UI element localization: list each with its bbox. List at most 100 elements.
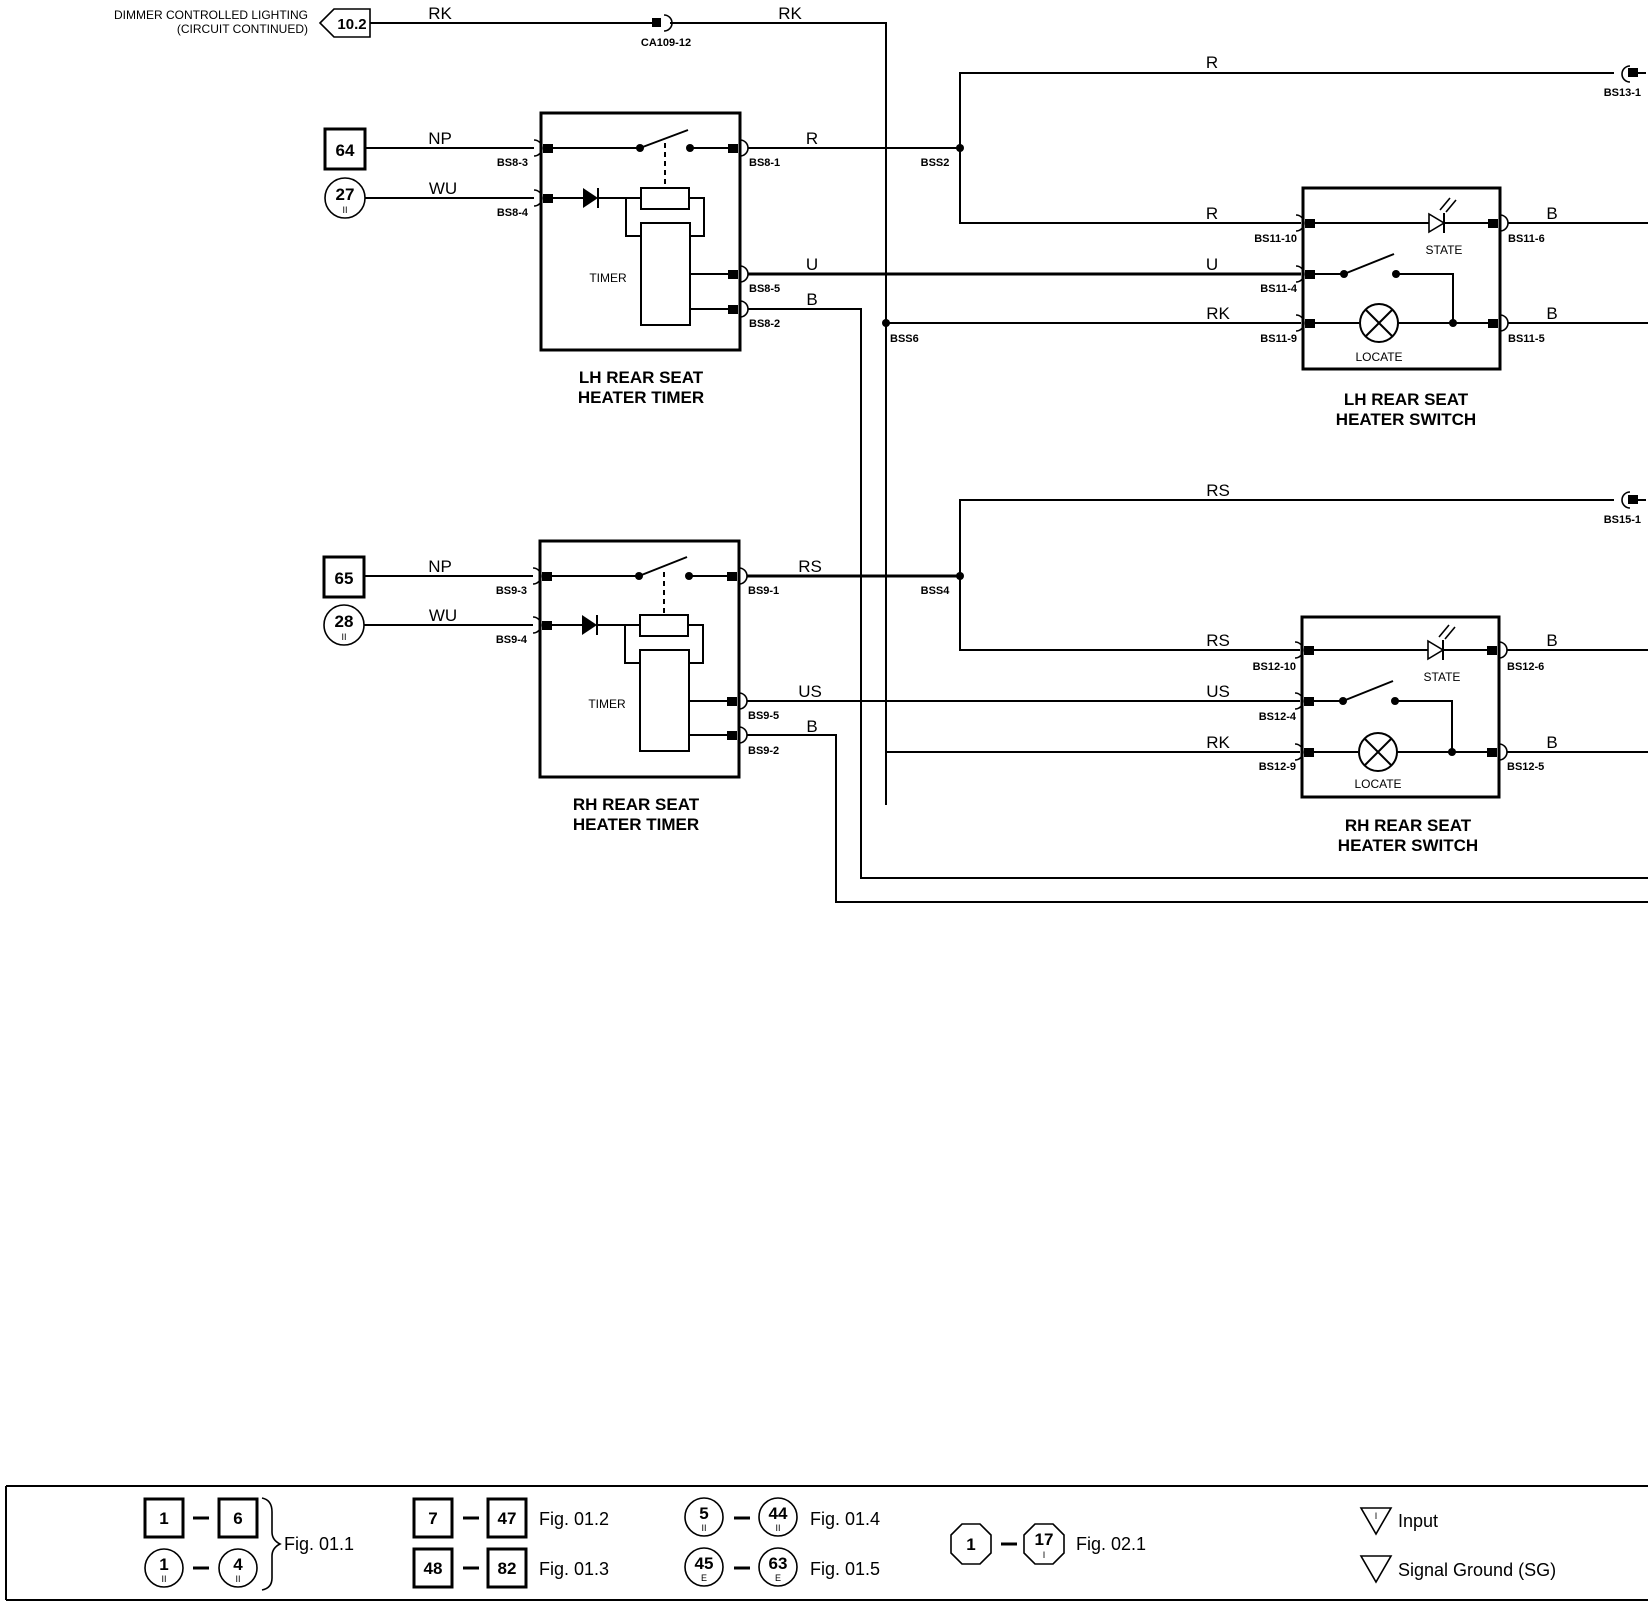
svg-text:6: 6 <box>233 1509 242 1528</box>
wire-label-b-bs11-5: B <box>1546 304 1557 323</box>
pin-label-bs8-2: BS8-2 <box>749 318 780 330</box>
dimmer-ref-number: 10.2 <box>337 16 366 33</box>
lh-timer-housing <box>539 111 742 352</box>
rh-rear-seat-heater-switch: STATE LOCATE RH REAR SEAT HEATER SWITCH <box>1294 615 1508 855</box>
rh-switch-housing <box>1300 615 1501 799</box>
pin-label-bs12-5: BS12-5 <box>1507 761 1544 773</box>
legend-fig-02-1: 1 17 I Fig. 02.1 <box>950 1523 1146 1565</box>
svg-text:27: 27 <box>336 185 355 204</box>
pin-label-bs11-9: BS11-9 <box>1260 333 1297 345</box>
svg-text:Fig. 01.4: Fig. 01.4 <box>810 1509 880 1529</box>
svg-text:64: 64 <box>336 141 355 160</box>
lh-timer-label: TIMER <box>589 271 627 285</box>
legend-fig-01-4: 5 II 44 II Fig. 01.4 <box>684 1497 880 1537</box>
lh-timer-title-line2: HEATER TIMER <box>578 388 704 407</box>
svg-text:63: 63 <box>769 1554 788 1573</box>
svg-text:47: 47 <box>498 1509 517 1528</box>
pin-label-bs11-4: BS11-4 <box>1260 283 1298 295</box>
svg-text:Input: Input <box>1398 1511 1438 1531</box>
rs-wire-to-rh-switch <box>959 576 1300 651</box>
svg-text:Signal Ground (SG): Signal Ground (SG) <box>1398 1560 1556 1580</box>
pin-label-bs8-4: BS8-4 <box>497 207 529 219</box>
svg-text:1: 1 <box>159 1509 168 1528</box>
pin-label-bs12-10: BS12-10 <box>1253 661 1296 673</box>
rh-timer-title-line2: HEATER TIMER <box>573 815 699 834</box>
pin-label-bs9-2: BS9-2 <box>748 745 779 757</box>
svg-text:4: 4 <box>233 1555 243 1574</box>
wire-label-b-lh-timer: B <box>806 290 817 309</box>
lh-switch-title-line2: HEATER SWITCH <box>1336 410 1476 429</box>
splice-label-bss6: BSS6 <box>890 333 919 345</box>
svg-text:17: 17 <box>1035 1530 1054 1549</box>
svg-text:II: II <box>161 1574 166 1584</box>
lh-switch-locate-label: LOCATE <box>1355 350 1402 364</box>
svg-text:5: 5 <box>699 1504 708 1523</box>
pin-label-bs11-10: BS11-10 <box>1254 233 1297 245</box>
dimmer-label-line1: DIMMER CONTROLLED LIGHTING <box>114 8 308 22</box>
wire-label-rs-top: RS <box>1206 481 1230 500</box>
legend-fig-01-5: 45 E 63 E Fig. 01.5 <box>684 1547 880 1587</box>
wire-label-np-rh: NP <box>428 557 452 576</box>
wire-label-rk-rh-switch: RK <box>1206 733 1230 752</box>
b-wire-lh-ground <box>748 308 1648 879</box>
wire-label-us-rh-timer: US <box>798 682 822 701</box>
wire-label-b-bs11-6: B <box>1546 204 1557 223</box>
svg-text:28: 28 <box>335 612 354 631</box>
svg-text:44: 44 <box>769 1504 788 1523</box>
wire-label-rk-top-left: RK <box>428 4 452 23</box>
pin-label-bs11-6: BS11-6 <box>1508 233 1545 245</box>
svg-text:45: 45 <box>695 1554 714 1573</box>
svg-text:I: I <box>1043 1550 1046 1560</box>
svg-text:E: E <box>701 1573 707 1583</box>
ref-box-64: 64 <box>323 127 367 171</box>
connector-label-bs15: BS15-1 <box>1604 514 1641 526</box>
pin-label-bs9-1: BS9-1 <box>748 585 779 597</box>
connector-label-ca109: CA109-12 <box>641 37 691 49</box>
lh-switch-housing <box>1301 186 1502 371</box>
wire-label-rk-top-right: RK <box>778 4 802 23</box>
legend-fig-01-1: 1 6 1 II 4 II Fig. 01.1 <box>143 1497 354 1591</box>
rh-timer-label: TIMER <box>588 697 626 711</box>
b-wire-rh-ground <box>747 734 1648 903</box>
wire-label-r-lh-switch: R <box>1206 204 1218 223</box>
wire-label-rs-rh-timer: RS <box>798 557 822 576</box>
pin-label-bs12-4: BS12-4 <box>1259 711 1297 723</box>
lh-rear-seat-heater-switch: STATE LOCATE LH REAR SEAT HEATER SWITCH <box>1295 186 1509 429</box>
rh-switch-locate-label: LOCATE <box>1354 777 1401 791</box>
svg-text:Fig. 01.3: Fig. 01.3 <box>539 1559 609 1579</box>
svg-text:II: II <box>775 1523 780 1533</box>
wire-label-b-rh-timer: B <box>806 717 817 736</box>
wire-label-rs-rh-switch: RS <box>1206 631 1230 650</box>
wire-label-np-lh: NP <box>428 129 452 148</box>
lh-switch-title-line1: LH REAR SEAT <box>1344 390 1469 409</box>
legend-fig-01-2: 7 47 Fig. 01.2 <box>412 1497 609 1539</box>
legend-panel: 1 6 1 II 4 II Fig. 01.1 7 47 Fig. 01.2 <box>5 1485 1648 1601</box>
ref-circle-28: 28 II <box>323 604 365 646</box>
pin-label-bs12-9: BS12-9 <box>1259 761 1296 773</box>
dimmer-lighting-reference: DIMMER CONTROLLED LIGHTING (CIRCUIT CONT… <box>114 8 371 38</box>
rk-wire-vertical-feed <box>670 22 887 805</box>
lh-switch-state-label: STATE <box>1426 243 1463 257</box>
svg-text:I: I <box>1375 1511 1378 1521</box>
rh-timer-title-line1: RH REAR SEAT <box>573 795 700 814</box>
splice-label-bss4: BSS4 <box>921 585 951 597</box>
pin-label-bs8-1: BS8-1 <box>749 157 780 169</box>
ref-box-65: 65 <box>322 555 366 599</box>
wire-label-r-lh-timer: R <box>806 129 818 148</box>
pin-label-bs11-5: BS11-5 <box>1508 333 1545 345</box>
wire-label-r-top: R <box>1206 53 1218 72</box>
svg-text:1: 1 <box>159 1555 168 1574</box>
wire-label-u-lh-switch: U <box>1206 255 1218 274</box>
lh-timer-title-line1: LH REAR SEAT <box>579 368 704 387</box>
svg-text:Fig. 01.1: Fig. 01.1 <box>284 1534 354 1554</box>
legend-input-symbol: I Input <box>1359 1507 1438 1536</box>
wire-label-us-rh-switch: US <box>1206 682 1230 701</box>
rh-timer-housing <box>538 539 741 779</box>
pin-label-bs8-5: BS8-5 <box>749 283 780 295</box>
rh-switch-title-line1: RH REAR SEAT <box>1345 816 1472 835</box>
rh-rear-seat-heater-timer: TIMER RH REAR SEAT HEATER TIMER <box>532 539 748 834</box>
svg-text:II: II <box>701 1523 706 1533</box>
wire-label-rk-lh-switch: RK <box>1206 304 1230 323</box>
splice-label-bss2: BSS2 <box>921 157 950 169</box>
